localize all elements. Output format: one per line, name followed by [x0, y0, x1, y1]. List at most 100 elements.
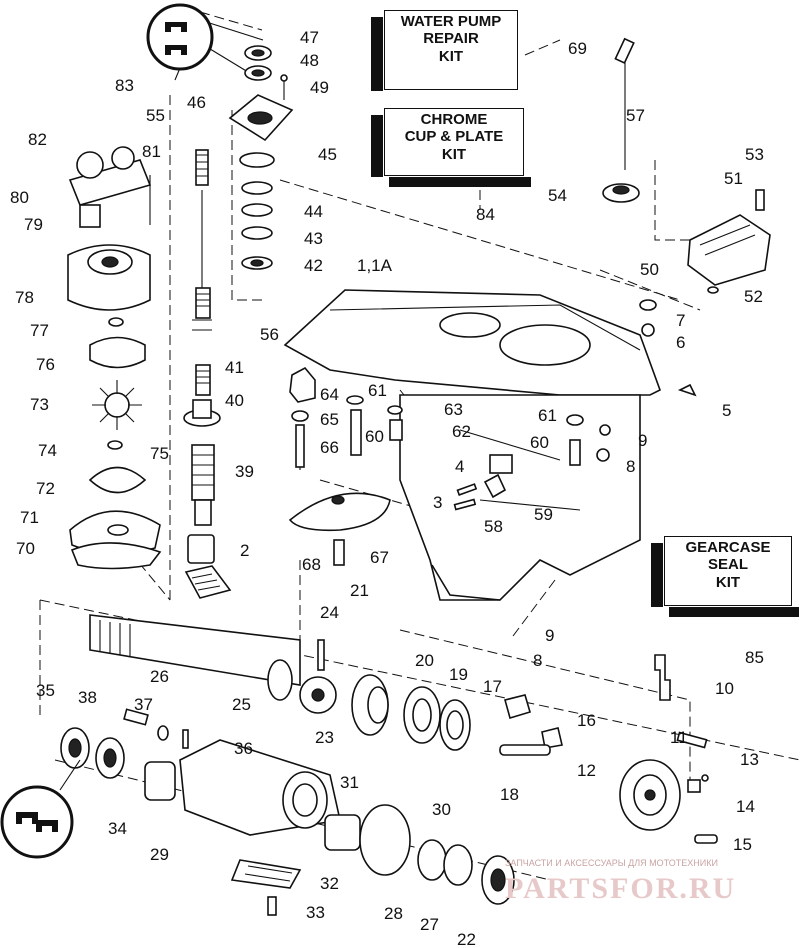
gearcase-kit-line-3: KIT: [715, 573, 741, 591]
drive-shaft-gears: [89, 614, 718, 844]
label-21: 21: [350, 581, 369, 600]
label-7: 7: [676, 311, 685, 330]
label-34: 34: [108, 819, 127, 838]
label-13: 13: [740, 750, 759, 769]
gearcase-kit-line-2: SEAL: [707, 556, 748, 574]
label-61b: 61: [538, 406, 557, 425]
label-51: 51: [724, 169, 743, 188]
label-79: 79: [24, 215, 43, 234]
label-39: 39: [235, 462, 254, 481]
water-pump-kit-line-1: WATER PUMP: [400, 13, 502, 30]
label-75: 75: [150, 444, 169, 463]
label-46: 46: [187, 93, 206, 112]
label-44: 44: [304, 202, 323, 221]
clip-detail-callout: [0, 759, 81, 859]
label-78: 78: [15, 288, 34, 307]
label-76: 76: [36, 355, 55, 374]
label-57: 57: [626, 106, 645, 125]
label-17: 17: [483, 677, 502, 696]
label-5: 5: [722, 401, 731, 420]
label-29: 29: [150, 845, 169, 864]
part-labels: 47 48 49 46 45 44 43 42 55 56 41 40 39 2…: [10, 28, 764, 948]
water-pump-kit-line-2: REPAIR: [423, 30, 479, 48]
watermark: ЗАПЧАСТИ И АКСЕССУАРЫ ДЛЯ МОТОТЕХНИКИ PA…: [505, 858, 736, 905]
chrome-cup-kit-line-1: CHROME: [420, 111, 488, 128]
shift-linkage-parts: [602, 37, 771, 294]
label-33: 33: [306, 903, 325, 922]
label-6: 6: [676, 333, 685, 352]
label-60a: 60: [365, 427, 384, 446]
label-14: 14: [736, 797, 755, 816]
label-38: 38: [78, 688, 97, 707]
label-58: 58: [484, 517, 503, 536]
o-rings-stack: [239, 152, 275, 270]
watermark-logo: PARTSFOR.RU: [505, 872, 736, 905]
label-1-1a: 1,1A: [357, 256, 393, 275]
label-67: 67: [370, 548, 389, 567]
label-72: 72: [36, 479, 55, 498]
label-61a: 61: [368, 381, 387, 400]
label-36: 36: [234, 739, 253, 758]
middle-hardware: [288, 299, 697, 566]
water-pump-kit-box: WATER PUMP REPAIR KIT: [371, 10, 518, 91]
label-80: 80: [10, 188, 29, 207]
chrome-cup-kit-line-3: KIT: [441, 145, 467, 163]
label-2: 2: [240, 541, 249, 560]
label-37: 37: [134, 695, 153, 714]
label-27: 27: [420, 915, 439, 934]
chrome-cup-kit-box: CHROME CUP & PLATE KIT: [371, 108, 531, 187]
label-83: 83: [115, 76, 134, 95]
label-25: 25: [232, 695, 251, 714]
label-9a: 9: [638, 431, 647, 450]
label-23: 23: [315, 728, 334, 747]
label-8b: 8: [533, 651, 542, 670]
watermark-caption: ЗАПЧАСТИ И АКСЕССУАРЫ ДЛЯ МОТОТЕХНИКИ: [505, 858, 718, 868]
label-81: 81: [142, 142, 161, 161]
water-pump-parts: [67, 146, 162, 570]
label-32: 32: [320, 874, 339, 893]
label-40: 40: [225, 391, 244, 410]
gearcase-kit-line-1: GEARCASE: [685, 539, 771, 556]
label-66: 66: [320, 438, 339, 457]
label-73: 73: [30, 395, 49, 414]
label-8a: 8: [626, 457, 635, 476]
label-52: 52: [744, 287, 763, 306]
label-63: 63: [444, 400, 463, 419]
label-77: 77: [30, 321, 49, 340]
gearcase-seal-kit-box: GEARCASE SEAL KIT: [651, 536, 799, 617]
label-4: 4: [455, 457, 464, 476]
label-48: 48: [300, 51, 319, 70]
label-30: 30: [432, 800, 451, 819]
water-pump-kit-line-3: KIT: [438, 47, 464, 65]
label-49: 49: [310, 78, 329, 97]
label-64: 64: [320, 385, 339, 404]
seal-detail-callout: [146, 3, 214, 71]
label-68: 68: [302, 555, 321, 574]
label-3: 3: [433, 493, 442, 512]
label-9b: 9: [545, 626, 554, 645]
label-50: 50: [640, 260, 659, 279]
chrome-cup-kit-line-2: CUP & PLATE: [404, 128, 504, 146]
label-82: 82: [28, 130, 47, 149]
label-41: 41: [225, 358, 244, 377]
impeller: [92, 380, 142, 430]
label-56: 56: [260, 325, 279, 344]
label-42: 42: [304, 256, 323, 275]
label-65: 65: [320, 410, 339, 429]
lower-shaft-parts: [60, 708, 515, 916]
bearing-carrier-12: [619, 759, 681, 831]
label-53: 53: [745, 145, 764, 164]
label-19: 19: [449, 665, 468, 684]
label-60b: 60: [530, 433, 549, 452]
label-16: 16: [577, 711, 596, 730]
label-55: 55: [146, 106, 165, 125]
shift-rod-assembly: [183, 149, 232, 599]
label-45: 45: [318, 145, 337, 164]
label-70: 70: [16, 539, 35, 558]
label-84: 84: [476, 205, 495, 224]
label-47: 47: [300, 28, 319, 47]
label-85: 85: [745, 648, 764, 667]
label-69: 69: [568, 39, 587, 58]
label-11: 11: [670, 728, 688, 747]
